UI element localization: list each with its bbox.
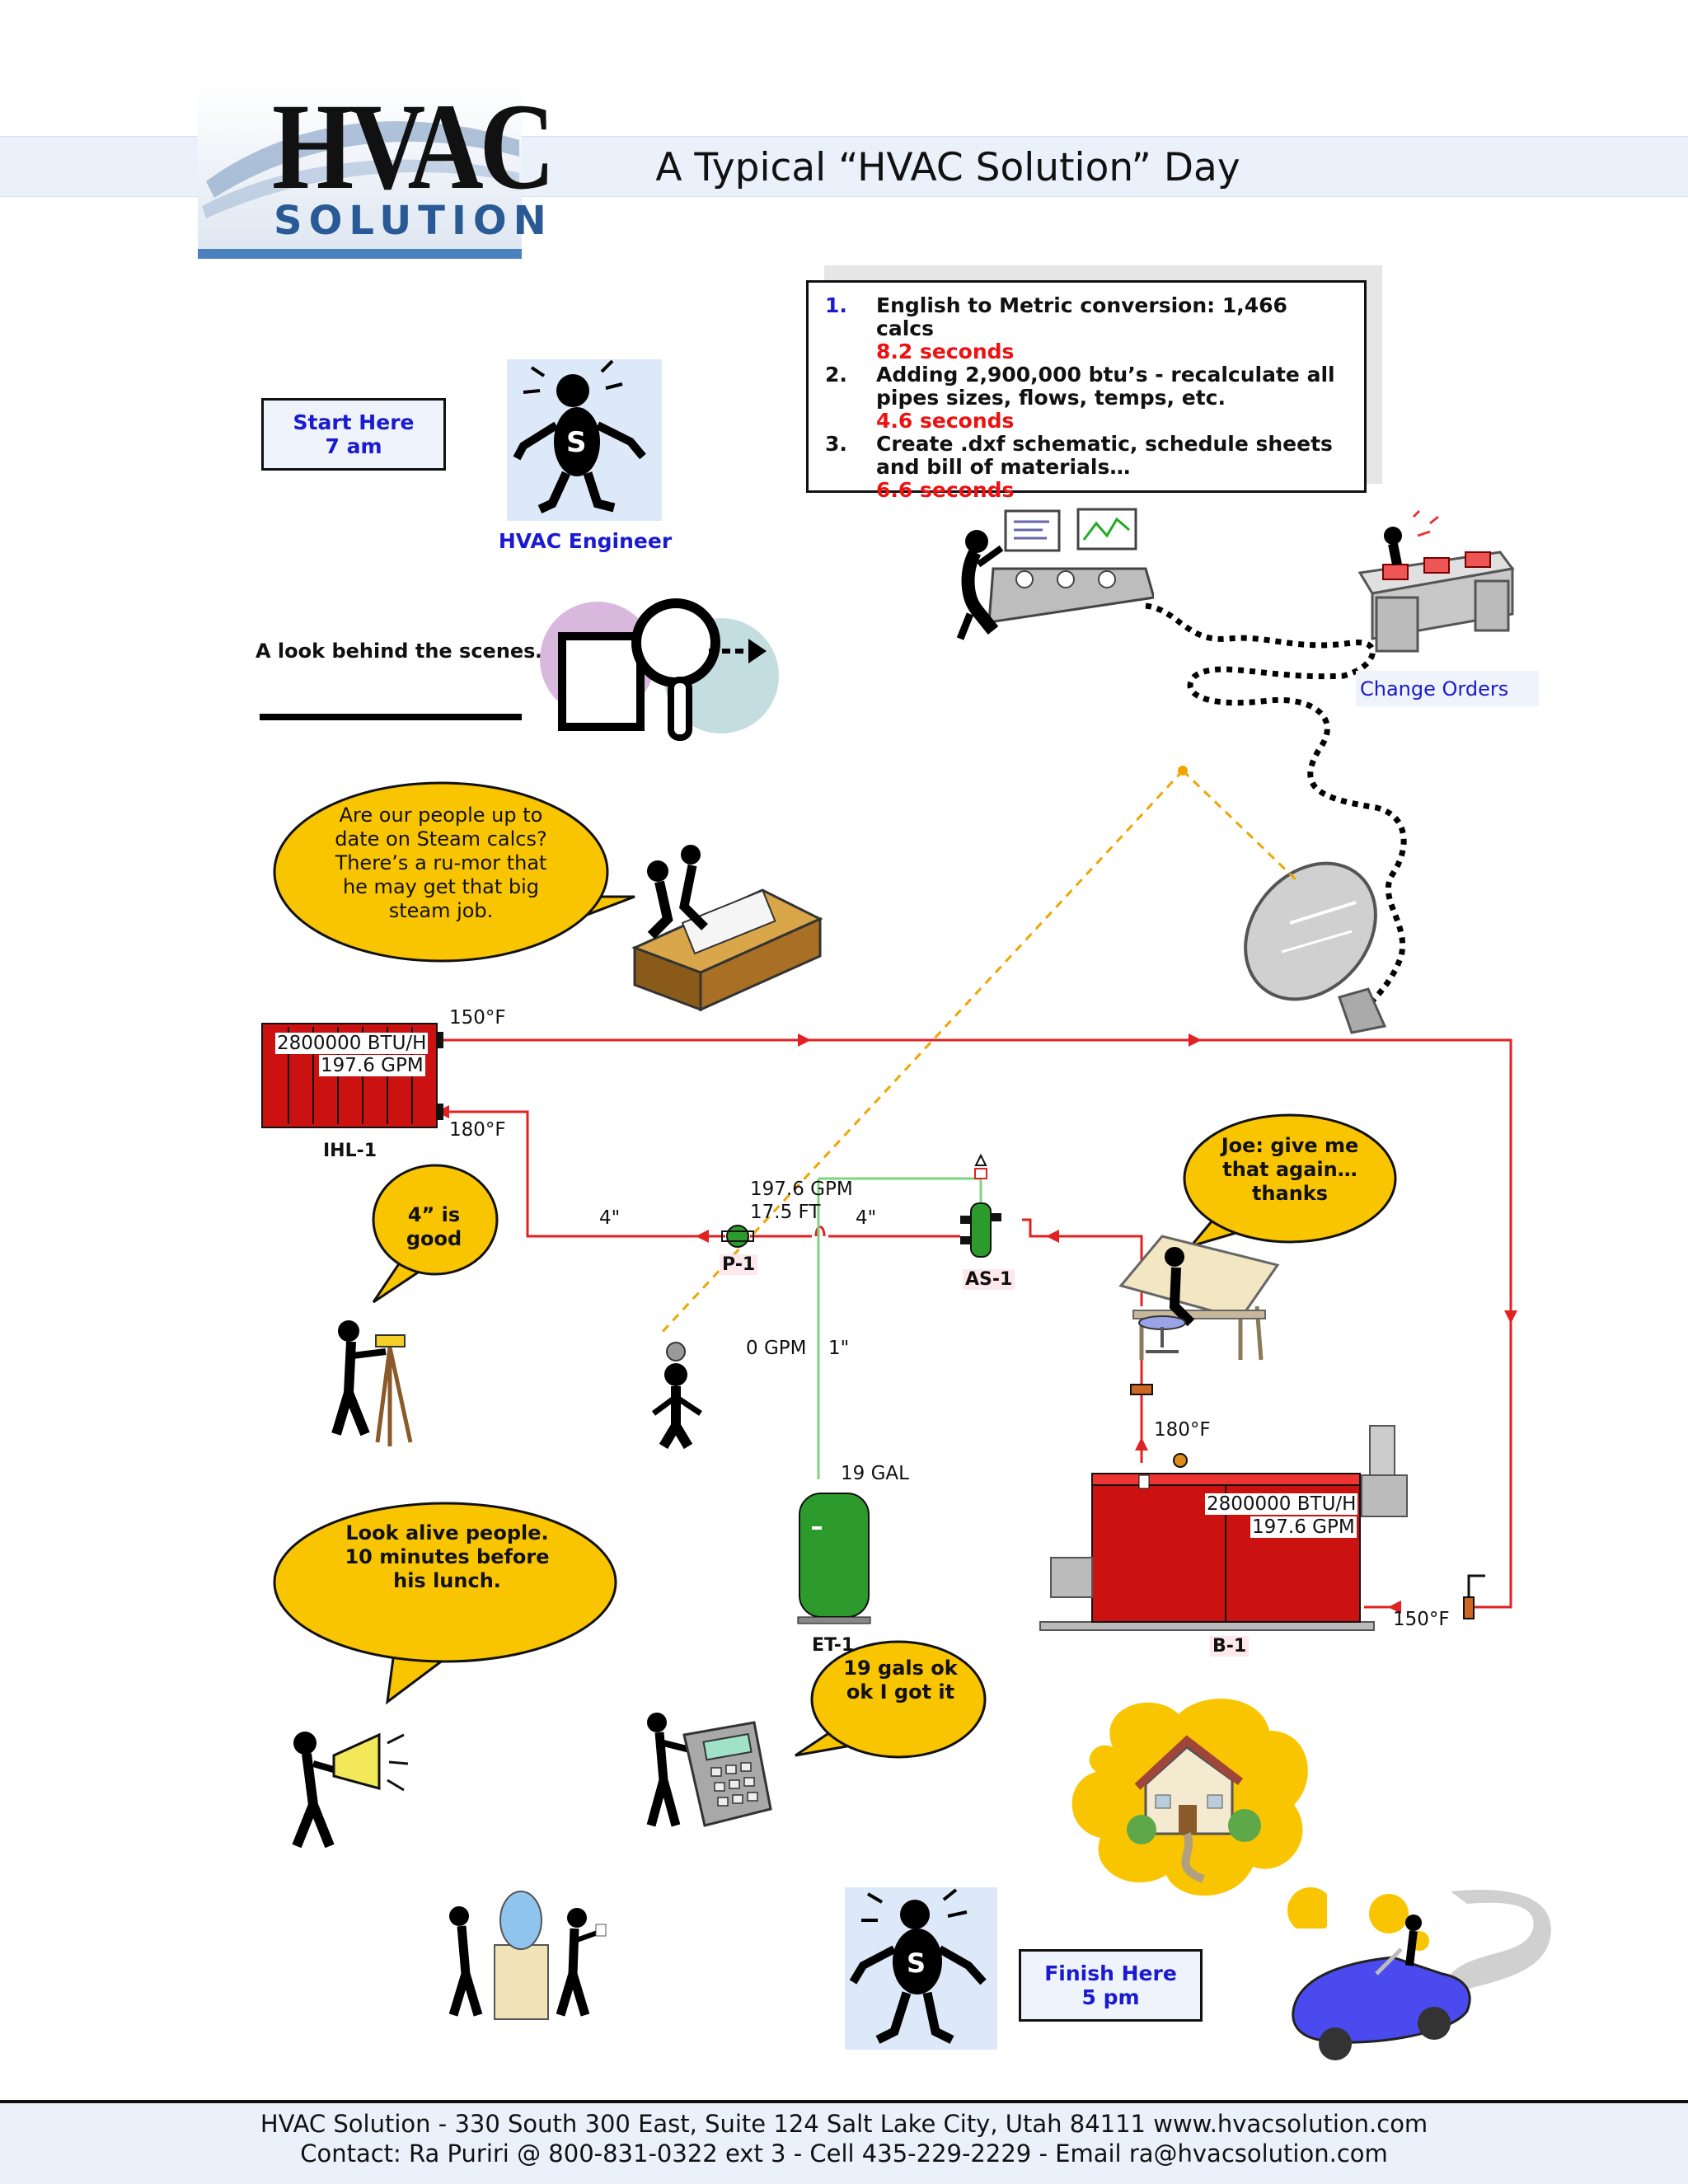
speech-bubble-look-alive bbox=[273, 1502, 617, 1705]
air-separator-tag: AS-1 bbox=[963, 1269, 1015, 1290]
logo-hvac-text: HVAC bbox=[272, 78, 556, 215]
temp-180-left: 180°F bbox=[449, 1119, 506, 1141]
control-panel-illustration bbox=[956, 508, 1154, 640]
pump-gpm-label: 197.6 GPM bbox=[750, 1179, 853, 1200]
footer-address: HVAC Solution - 330 South 300 East, Suit… bbox=[260, 2110, 1428, 2138]
ihl-tag: IHL-1 bbox=[323, 1141, 377, 1161]
start-here-label: Start Here bbox=[293, 410, 415, 434]
calc-item-2: 2. Adding 2,900,000 btu’s - recalculate … bbox=[825, 363, 1348, 433]
pipe-size-right: 4" bbox=[856, 1207, 877, 1229]
calc-results-box: 1. English to Metric conversion: 1,466 c… bbox=[806, 280, 1367, 502]
boiler-tag: B-1 bbox=[1210, 1636, 1250, 1657]
logo-swoosh bbox=[202, 121, 519, 218]
calc-number: 3. bbox=[825, 432, 847, 456]
boiler-gpm-text: 197.6 GPM bbox=[1252, 1516, 1355, 1538]
page-title: A Typical “HVAC Solution” Day bbox=[655, 145, 1240, 190]
pump-head-label: 17.5 FT bbox=[750, 1202, 821, 1223]
four-inch-bubble-text: 4” is good bbox=[406, 1203, 462, 1250]
temp-180-boiler: 180°F bbox=[1154, 1419, 1211, 1441]
speech-bubble-joe bbox=[1183, 1113, 1397, 1249]
logo-solution-text: SOLUTION bbox=[274, 198, 553, 244]
pipe-size-left: 4" bbox=[599, 1207, 621, 1229]
behind-scenes-label: A look behind the scenes… bbox=[256, 640, 556, 663]
calc-text: Create .dxf schematic, schedule sheets a… bbox=[876, 432, 1333, 479]
calculator-figure bbox=[646, 1713, 772, 1827]
magnifier-icon bbox=[540, 598, 779, 741]
temp-150-boiler: 150°F bbox=[1393, 1609, 1450, 1630]
speech-bubble-gals bbox=[795, 1640, 987, 1759]
water-cooler-scene bbox=[448, 1891, 607, 2020]
hvac-engineer-label: HVAC Engineer bbox=[498, 529, 673, 553]
joe-bubble-text: Joe: give me that again… thanks bbox=[1221, 1134, 1359, 1205]
ihl-btu-text: 2800000 BTU/H bbox=[277, 1033, 427, 1054]
steam-bubble-text: Are our people up to date on Steam calcs… bbox=[335, 804, 547, 922]
calc-number: 2. bbox=[825, 363, 847, 387]
boiler-gpm-label: 197.6 GPM bbox=[1250, 1516, 1357, 1538]
footer-contact: Contact: Ra Puriri @ 800-831-0322 ext 3 … bbox=[300, 2139, 1388, 2168]
calc-item-3: 3. Create .dxf schematic, schedule sheet… bbox=[825, 433, 1348, 502]
logo-bar bbox=[198, 249, 522, 259]
pump-tag: P-1 bbox=[720, 1254, 758, 1275]
svg-text:S: S bbox=[566, 426, 587, 459]
calc-time: 6.6 seconds bbox=[876, 478, 1015, 502]
tank-gal-label: 19 GAL bbox=[841, 1463, 909, 1484]
gals-bubble-text: 19 gals ok ok I got it bbox=[843, 1657, 958, 1704]
hvac-engineer-figure: S bbox=[507, 359, 662, 521]
finish-here-label: Finish Here bbox=[1044, 1961, 1177, 1985]
calc-time: 4.6 seconds bbox=[876, 409, 1015, 433]
calc-time: 8.2 seconds bbox=[876, 340, 1015, 363]
surveyor-figure bbox=[331, 1320, 413, 1446]
temp-150-top: 150°F bbox=[449, 1007, 506, 1029]
boiler-btu-label: 2800000 BTU/H bbox=[1205, 1493, 1358, 1515]
speech-bubble-four-inch bbox=[372, 1164, 499, 1304]
boiler-btu-text: 2800000 BTU/H bbox=[1207, 1493, 1357, 1515]
drafting-desk-people bbox=[631, 845, 823, 1012]
finish-time-label: 5 pm bbox=[1081, 1985, 1140, 2009]
footer bbox=[0, 2100, 1688, 2184]
idea-person-figure bbox=[651, 1342, 702, 1450]
behind-scenes-underline bbox=[260, 714, 522, 720]
ihl-btu-label: 2800000 BTU/H bbox=[275, 1033, 429, 1054]
one-inch-label: 1" bbox=[828, 1338, 850, 1359]
look-alive-bubble-text: Look alive people. 10 minutes before his… bbox=[345, 1521, 550, 1592]
calc-text: English to Metric conversion: 1,466 calc… bbox=[876, 293, 1287, 340]
drafting-table-worker bbox=[1118, 1235, 1280, 1361]
thought-cloud-house bbox=[1071, 1699, 1327, 1929]
car-driving-home bbox=[1292, 1890, 1551, 2060]
speech-bubble-steam bbox=[273, 781, 635, 963]
calc-number: 1. bbox=[825, 293, 847, 317]
finish-here-box: Finish Here 5 pm bbox=[1019, 1949, 1203, 2022]
start-here-box: Start Here 7 am bbox=[261, 398, 446, 471]
ihl-gpm-text: 197.6 GPM bbox=[321, 1055, 424, 1076]
change-orders-desk bbox=[1357, 509, 1515, 653]
start-time-label: 7 am bbox=[325, 434, 382, 458]
calc-text: Adding 2,900,000 btu’s - recalculate all… bbox=[876, 363, 1335, 410]
megaphone-figure bbox=[292, 1732, 409, 1849]
calc-item-1: 1. English to Metric conversion: 1,466 c… bbox=[825, 294, 1348, 363]
ihl-gpm-label: 197.6 GPM bbox=[319, 1055, 425, 1076]
finish-engineer-figure: S bbox=[845, 1887, 997, 2050]
zero-gpm-label: 0 GPM bbox=[746, 1338, 807, 1359]
change-orders-label-bg bbox=[1356, 671, 1539, 706]
dotted-cable bbox=[1145, 602, 1407, 1016]
change-orders-label: Change Orders bbox=[1360, 677, 1509, 701]
svg-text:S: S bbox=[907, 1947, 926, 1979]
satellite-dish-icon bbox=[1244, 861, 1387, 1034]
